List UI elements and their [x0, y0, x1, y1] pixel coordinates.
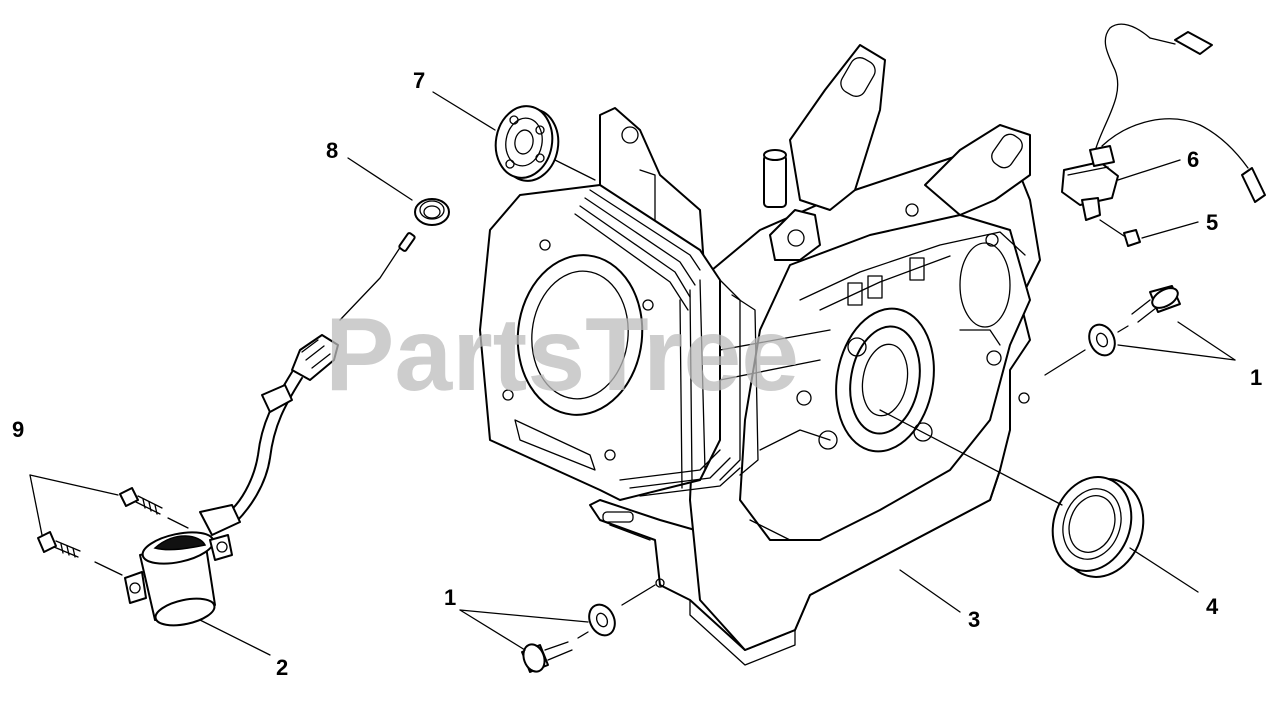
- leader-line: [1117, 159, 1181, 181]
- leader-line: [432, 91, 496, 131]
- callout-5[interactable]: 5: [1206, 210, 1218, 235]
- leader-line: [459, 609, 526, 651]
- bolt-icon[interactable]: [1131, 284, 1181, 323]
- leader-line: [347, 157, 413, 201]
- washer-icon[interactable]: [1084, 320, 1119, 359]
- leader-line: [1129, 547, 1199, 593]
- crankcase-block-icon[interactable]: [479, 44, 1041, 666]
- leader-line: [1117, 325, 1129, 333]
- washer-icon[interactable]: [584, 600, 619, 639]
- bolt-icon[interactable]: [119, 487, 163, 515]
- leader-line: [29, 474, 119, 496]
- leader-line: [1141, 221, 1199, 239]
- leader-line: [577, 631, 589, 639]
- leader-line: [29, 474, 43, 536]
- leader-line: [621, 584, 656, 606]
- governor-assembly-icon[interactable]: [124, 232, 416, 630]
- callout-1-right[interactable]: 1: [1250, 365, 1262, 390]
- crankshaft-axis-line: [879, 409, 1063, 506]
- leader-line: [459, 609, 589, 623]
- callout-3[interactable]: 3: [968, 607, 980, 632]
- callout-4[interactable]: 4: [1206, 594, 1219, 619]
- leader-line: [199, 619, 271, 656]
- callout-1-bottom[interactable]: 1: [444, 585, 456, 610]
- oil-sensor-icon[interactable]: [1061, 23, 1266, 221]
- leader-line: [554, 159, 596, 181]
- watermark: PartsTree: [325, 297, 799, 413]
- callout-8[interactable]: 8: [326, 138, 338, 163]
- ball-bearing-icon[interactable]: [490, 102, 564, 186]
- leader-line: [1044, 349, 1086, 376]
- leader-line: [94, 561, 123, 576]
- callout-6[interactable]: 6: [1187, 147, 1199, 172]
- callout-2[interactable]: 2: [276, 655, 288, 680]
- leader-line: [899, 569, 961, 613]
- leader-line: [1177, 321, 1236, 361]
- leader-line: [1117, 344, 1236, 361]
- callout-9[interactable]: 9: [12, 417, 24, 442]
- bolt-icon[interactable]: [1099, 219, 1141, 247]
- nut-icon[interactable]: [414, 198, 450, 226]
- oil-seal-icon[interactable]: [1040, 466, 1157, 589]
- leader-line: [167, 517, 189, 529]
- bolt-icon[interactable]: [37, 531, 81, 558]
- bolt-icon[interactable]: [520, 641, 573, 674]
- callout-7[interactable]: 7: [413, 68, 425, 93]
